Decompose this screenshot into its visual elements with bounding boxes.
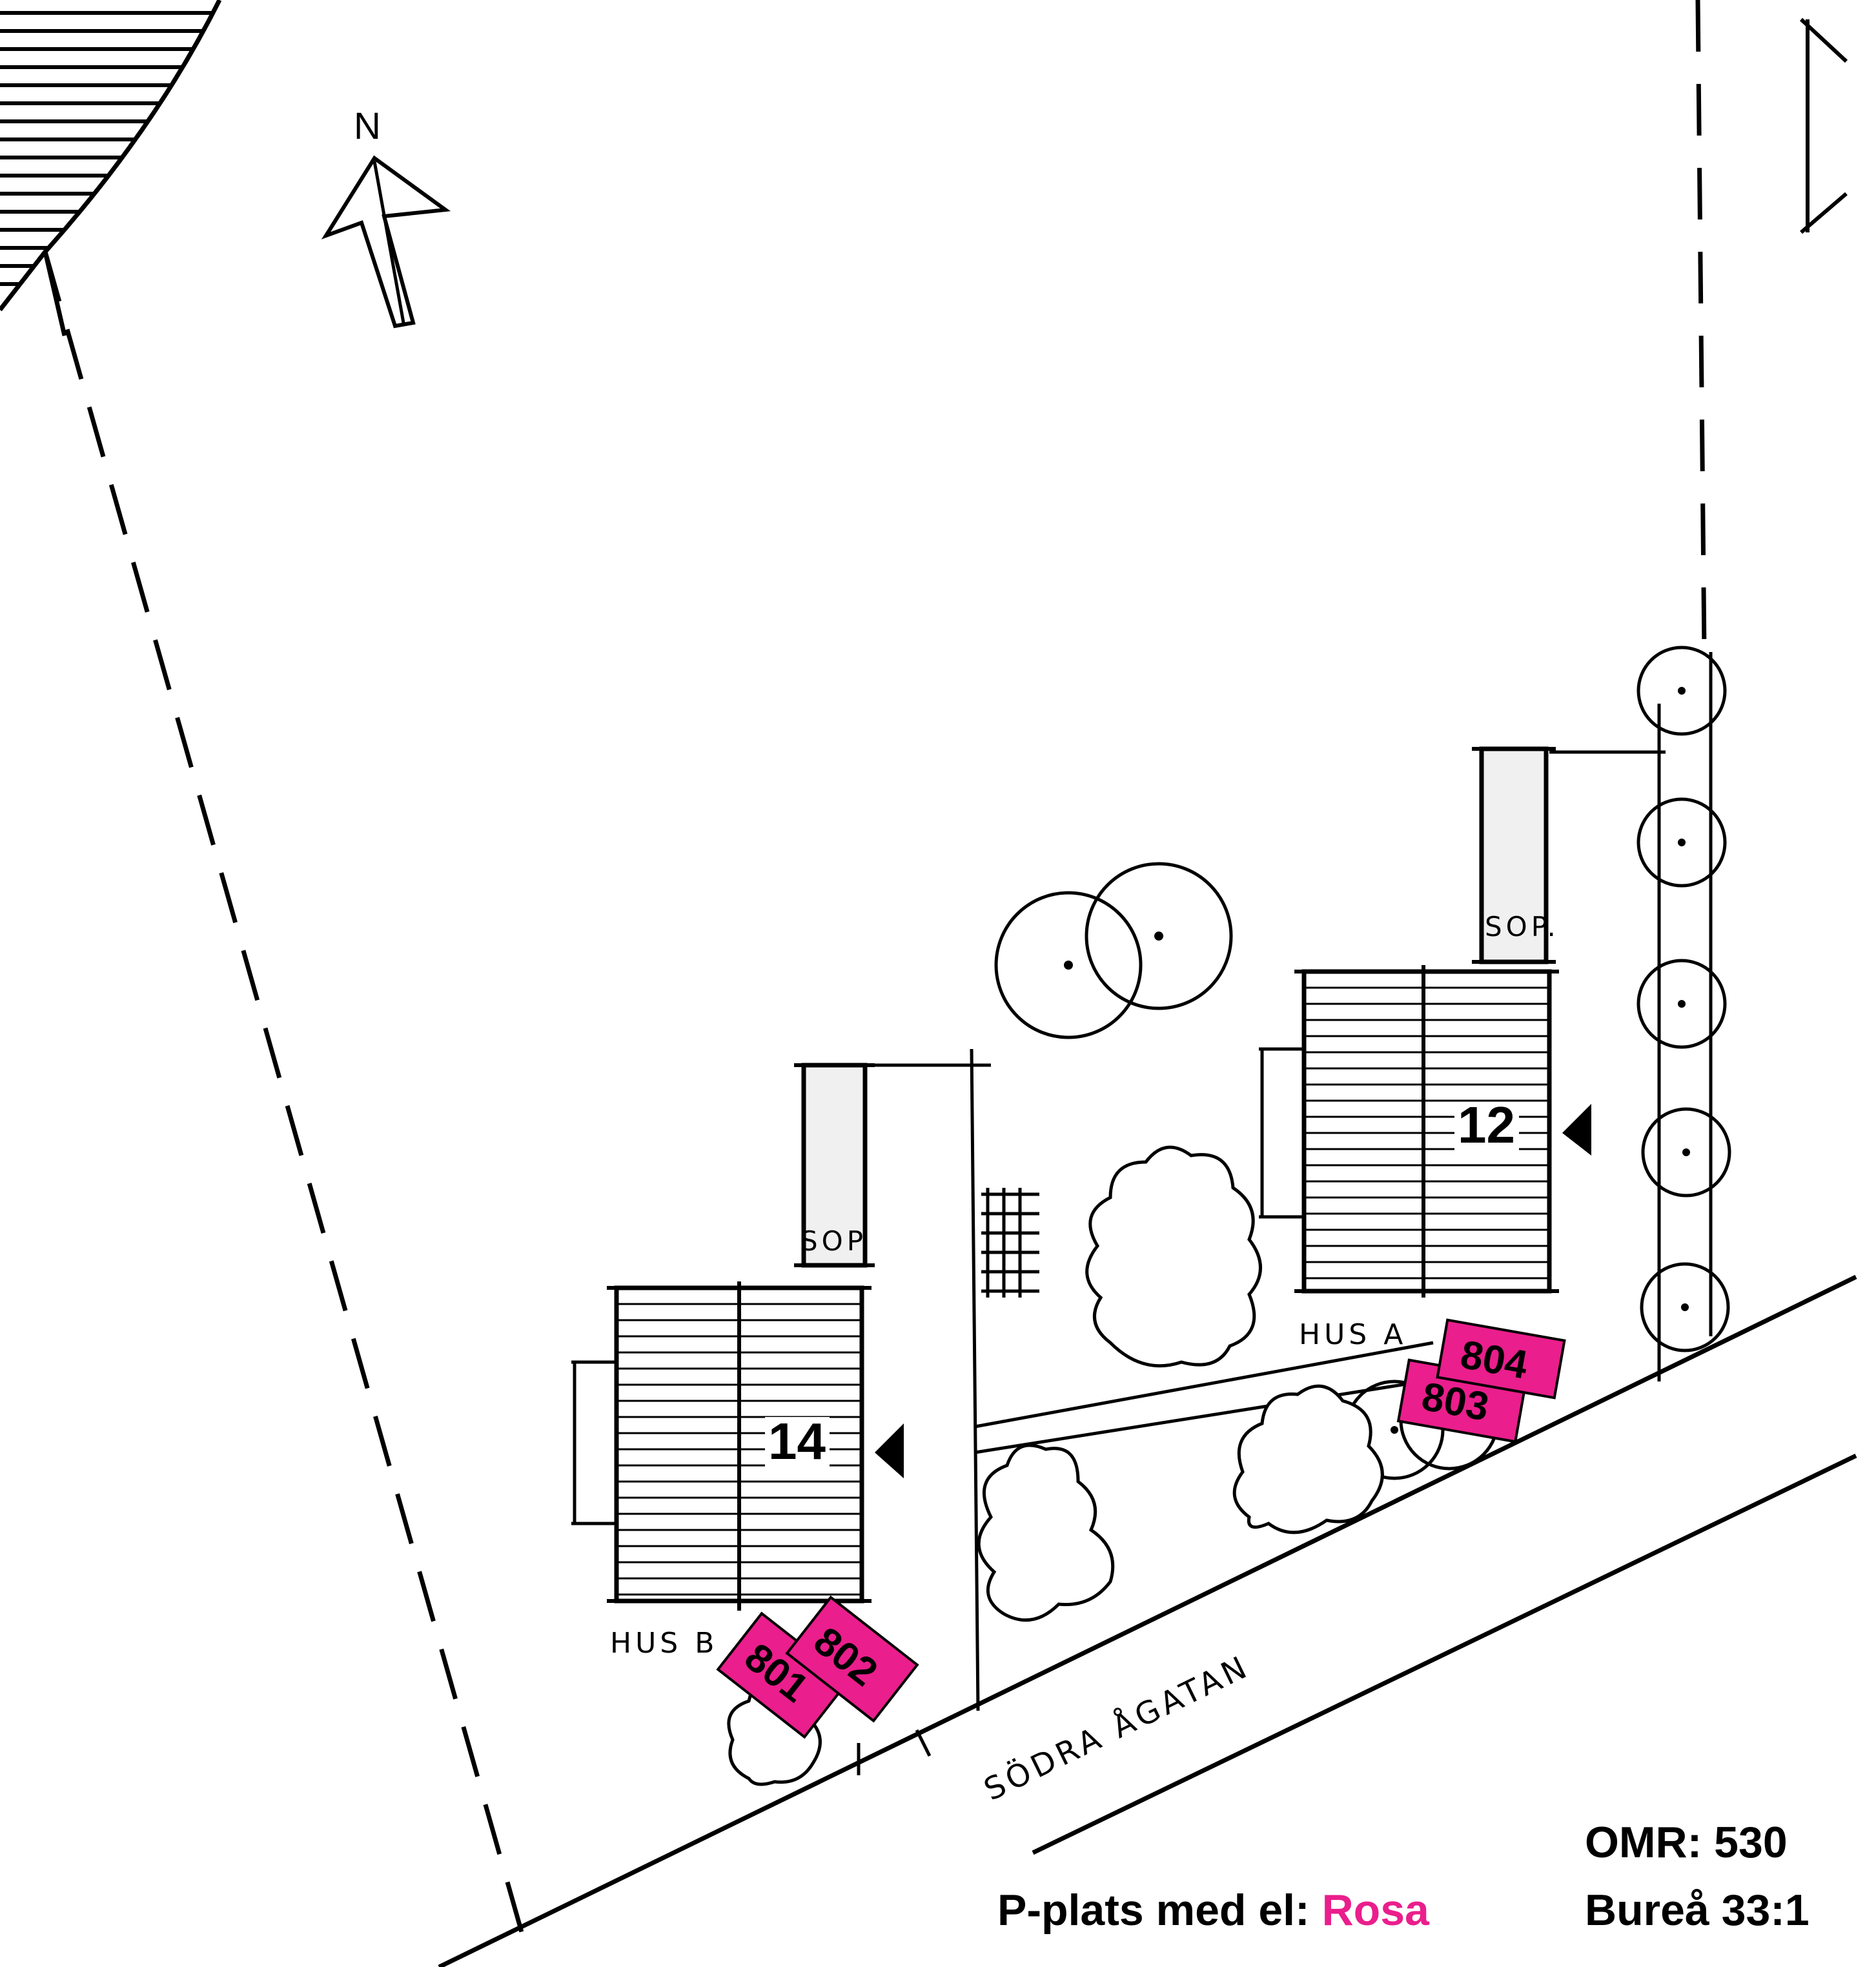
building-hus-b: SOP 14 HUS B — [571, 1063, 904, 1660]
hatched-slope-area — [0, 0, 222, 312]
parking-spots: 801 802 803 804 — [716, 1318, 1566, 1739]
area-number: OMR: 530 — [1585, 1818, 1788, 1867]
section-marker — [1799, 17, 1848, 234]
legend-color-name: Rosa — [1321, 1886, 1429, 1935]
parking-spot-804[interactable]: 804 — [1436, 1318, 1566, 1400]
parking-spot-802[interactable]: 802 — [785, 1595, 919, 1723]
building-number-14: 14 — [768, 1412, 826, 1470]
tree-row — [1636, 646, 1731, 1352]
waste-label-b: SOP — [800, 1225, 867, 1257]
building-name-a: HUS A — [1299, 1318, 1407, 1351]
building-number-12: 12 — [1458, 1096, 1515, 1154]
north-label: N — [354, 105, 381, 147]
building-hus-a: SOP. 12 HUS A — [1259, 746, 1591, 1351]
north-arrow-icon: N — [321, 105, 451, 329]
property-boundary-west — [43, 251, 525, 1937]
waste-label-a: SOP. — [1485, 911, 1560, 943]
legend: P-plats med el: Rosa — [997, 1885, 1429, 1935]
walkway — [857, 652, 1713, 1775]
boundary-stub — [43, 251, 67, 336]
building-name-b: HUS B — [610, 1627, 718, 1660]
property-boundary-east — [1695, 0, 1707, 653]
legend-text: P-plats med el: — [997, 1886, 1310, 1935]
street-name: SÖDRA ÅGATAN — [978, 1647, 1256, 1808]
property-designation: Bureå 33:1 — [1585, 1886, 1810, 1935]
street — [438, 1274, 1857, 1967]
parking-spot-801[interactable]: 801 — [716, 1611, 850, 1739]
